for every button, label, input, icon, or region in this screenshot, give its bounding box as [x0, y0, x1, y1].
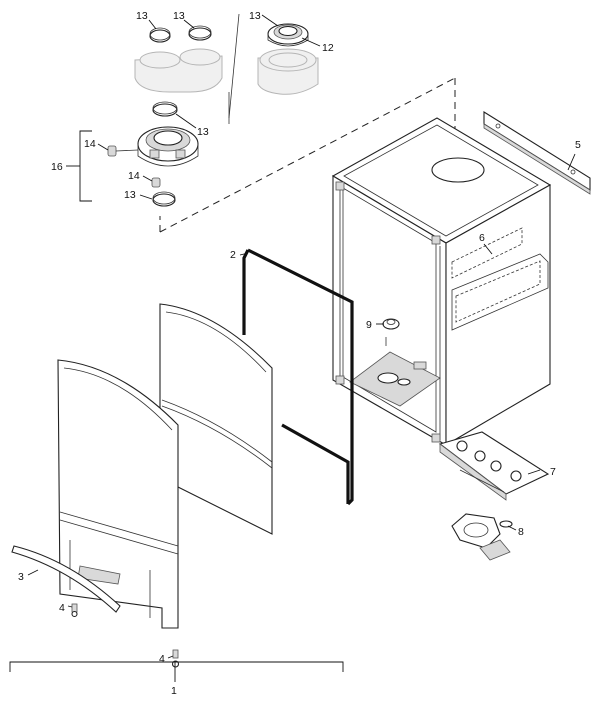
- flue-connector-12: [267, 23, 309, 47]
- leader-lines: [27, 14, 576, 659]
- callout-16: 16: [51, 161, 63, 173]
- front-panel-inner: [159, 303, 273, 535]
- assembly-bracket-1: [9, 661, 344, 672]
- callout-1: 1: [171, 685, 177, 697]
- callout-7: 7: [550, 466, 556, 478]
- screw-4b: [171, 649, 180, 668]
- seal-ring-13b: [188, 25, 212, 41]
- callout-14a: 14: [84, 138, 96, 150]
- mounting-rail-5: [483, 111, 591, 195]
- callout-3: 3: [18, 571, 24, 583]
- callout-6: 6: [479, 232, 485, 244]
- callout-4a: 4: [59, 602, 65, 614]
- seal-ring-13e: [152, 191, 176, 207]
- trim-strip-3: [11, 545, 121, 613]
- callout-13b: 13: [173, 10, 185, 22]
- callout-13d: 13: [197, 126, 209, 138]
- door-gasket-2: [242, 248, 354, 506]
- boiler-case: [331, 117, 552, 446]
- seal-ring-13c: [152, 101, 178, 117]
- callout-12: 12: [322, 42, 334, 54]
- screw-4a: [71, 603, 78, 618]
- seal-ring-13a: [149, 27, 171, 43]
- callout-13c: 13: [249, 10, 261, 22]
- condensate-cover-8: [451, 513, 513, 561]
- callout-8: 8: [518, 526, 524, 538]
- grommet-9: [382, 318, 400, 346]
- callout-13a: 13: [136, 10, 148, 22]
- flue-manifold-16: [137, 126, 199, 167]
- test-plug-14a: [107, 145, 139, 157]
- front-door-1: [57, 359, 179, 629]
- callout-labels: 13 13 13 12 13 14 16 14 13 5 6 2 9 7 8 3…: [18, 10, 581, 697]
- callout-2: 2: [230, 249, 236, 261]
- callout-5: 5: [575, 139, 581, 151]
- callout-14b: 14: [128, 170, 140, 182]
- base-plate-7: [438, 431, 550, 501]
- callout-9: 9: [366, 319, 372, 331]
- test-plug-14b: [151, 177, 161, 188]
- flue-adapter-ghost: [134, 48, 319, 95]
- callout-4b: 4: [159, 653, 165, 665]
- callout-13e: 13: [124, 189, 136, 201]
